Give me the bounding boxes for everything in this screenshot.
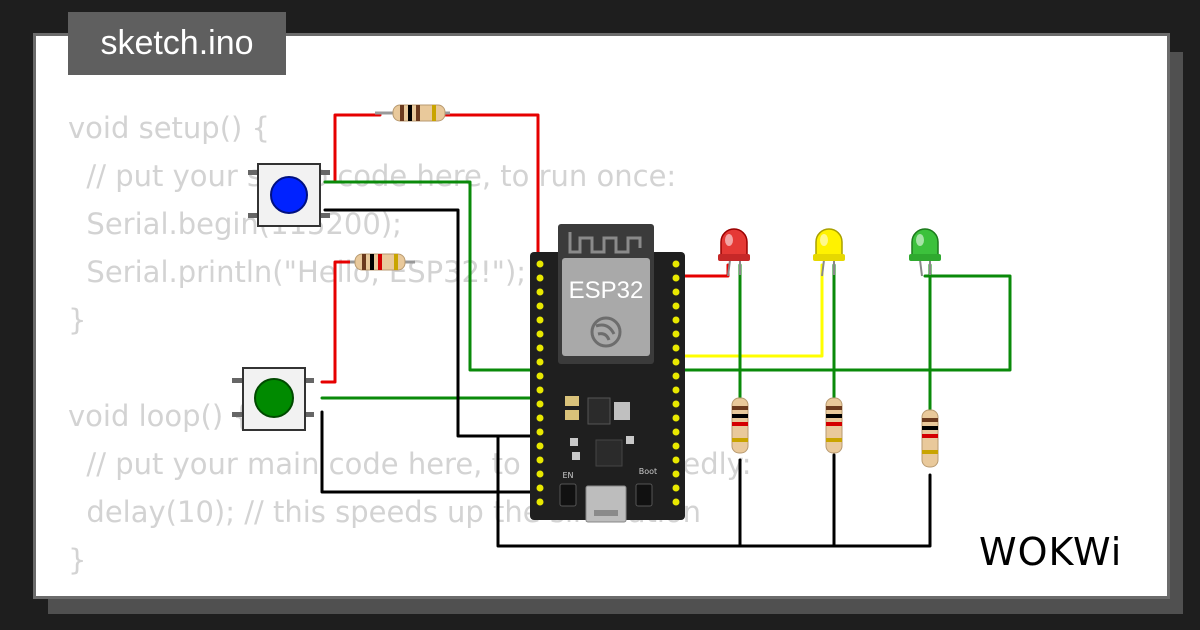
- code-line: }: [68, 303, 87, 337]
- wire-green: [323, 180, 542, 372]
- red-led[interactable]: [718, 228, 750, 277]
- wire-black: [323, 208, 542, 438]
- resistor-top[interactable]: [375, 104, 450, 122]
- wires: [320, 113, 1012, 548]
- wire-red: [333, 113, 382, 182]
- green-led[interactable]: [909, 228, 941, 277]
- resistor-led-3[interactable]: [921, 409, 939, 468]
- button-cap[interactable]: [254, 378, 294, 418]
- usb-port: [585, 485, 627, 523]
- wire-yellow: [674, 263, 824, 358]
- wire-green: [674, 274, 1012, 372]
- wire-red: [320, 260, 354, 384]
- esp32-board[interactable]: ESP32: [530, 224, 685, 523]
- boot-label: Boot: [639, 467, 657, 476]
- wire-black: [496, 434, 932, 548]
- logo-text: WOKWi: [979, 530, 1122, 574]
- code-line: void setup() {: [68, 111, 270, 145]
- en-label: EN: [562, 471, 573, 480]
- board-label: ESP32: [569, 277, 644, 304]
- espressif-logo-icon: [590, 316, 622, 348]
- boot-button[interactable]: [635, 483, 653, 507]
- wokwi-logo: WOKWi: [979, 530, 1122, 574]
- code-line: Serial.begin(115200);: [68, 207, 402, 241]
- code-line: void loop() {: [68, 399, 251, 433]
- wire-red: [443, 113, 540, 267]
- left-pin-header: [536, 260, 544, 506]
- yellow-led[interactable]: [813, 228, 845, 277]
- right-pin-header: [672, 260, 680, 506]
- wire-black: [320, 410, 542, 494]
- button-cap[interactable]: [270, 176, 308, 214]
- resistor-led-1[interactable]: [731, 397, 749, 454]
- resistor-led-2[interactable]: [825, 397, 843, 454]
- green-pushbutton[interactable]: [232, 367, 314, 431]
- blue-pushbutton[interactable]: [248, 163, 330, 227]
- resistor-middle[interactable]: [350, 253, 415, 271]
- code-line: }: [68, 543, 87, 577]
- en-button[interactable]: [559, 483, 577, 507]
- file-tab[interactable]: sketch.ino: [68, 12, 286, 75]
